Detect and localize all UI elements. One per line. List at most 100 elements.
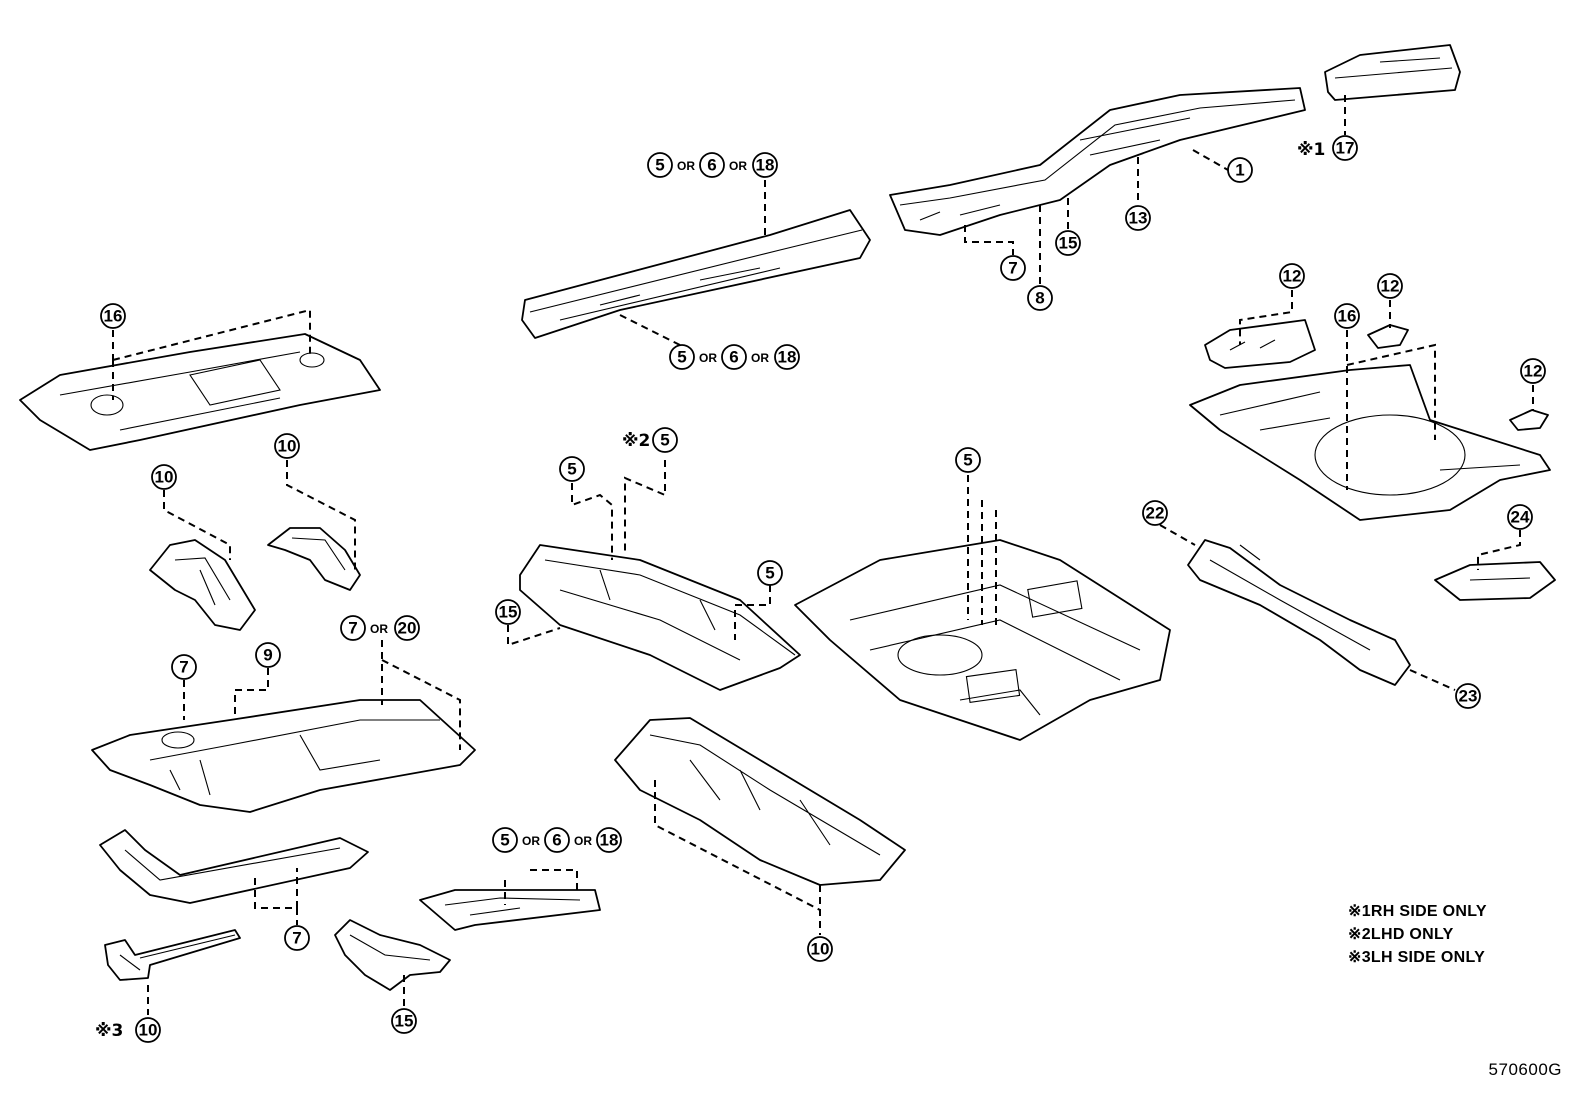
callout-5: 5 [492, 827, 518, 853]
svg-text:5: 5 [677, 348, 686, 367]
rear-crossmember-drawing [1187, 539, 1411, 686]
rocker-reinforcement-drawing [99, 829, 369, 904]
diagram-code: 570600G [1488, 1060, 1562, 1079]
or-connector: OR [522, 834, 540, 848]
callout-10: 10 [274, 433, 300, 459]
note-mark-3: ※3 [95, 1021, 123, 1041]
callout-group-5-or-6-or-18-middle: 5 OR 6 OR 18 [669, 344, 800, 370]
floor-bracket-right-drawing [267, 527, 361, 591]
callout-5: 5 [647, 152, 673, 178]
small-bracket-drawing [104, 929, 241, 981]
callout-5: 5 [955, 447, 981, 473]
svg-text:16: 16 [1338, 307, 1357, 326]
svg-text:5: 5 [567, 460, 576, 479]
svg-text:7: 7 [179, 658, 188, 677]
svg-text:20: 20 [398, 619, 417, 638]
callout-1: 1 [1227, 157, 1253, 183]
callout-15: 15 [391, 1008, 417, 1034]
callout-12: 12 [1520, 358, 1546, 384]
callout-7: 7 [171, 654, 197, 680]
or-connector: OR [699, 351, 717, 365]
svg-text:5: 5 [660, 431, 669, 450]
callout-5: 5 [559, 456, 585, 482]
svg-text:7: 7 [348, 619, 357, 638]
callout-7: 7 [340, 615, 366, 641]
callout-12: 12 [1377, 273, 1403, 299]
or-connector: OR [751, 351, 769, 365]
callout-24: 24 [1507, 504, 1533, 530]
svg-text:24: 24 [1511, 508, 1530, 527]
rear-side-member-drawing [889, 87, 1306, 236]
svg-text:16: 16 [104, 307, 123, 326]
callout-5: 5 [757, 560, 783, 586]
svg-text:15: 15 [499, 603, 518, 622]
svg-text:5: 5 [500, 831, 509, 850]
callout-15: 15 [1055, 230, 1081, 256]
or-connector: OR [574, 834, 592, 848]
note-line: ※3LH SIDE ONLY [1348, 949, 1486, 966]
floor-bracket-left-drawing [149, 539, 256, 631]
note-line: ※1RH SIDE ONLY [1348, 903, 1487, 920]
callout-8: 8 [1027, 285, 1053, 311]
note-mark-2: ※2 [622, 431, 650, 451]
svg-text:10: 10 [278, 437, 297, 456]
callout-12: 12 [1279, 263, 1305, 289]
callout-group-5-or-6-or-18-top: 5 OR 6 OR 18 [647, 152, 778, 178]
or-connector: OR [677, 159, 695, 173]
rear-floor-drawing [1189, 364, 1551, 521]
callout-group-7-or-20: 7 OR 20 [340, 615, 420, 641]
svg-text:17: 17 [1336, 139, 1355, 158]
callout-16: 16 [1334, 303, 1360, 329]
svg-text:5: 5 [765, 564, 774, 583]
callout-15: 15 [495, 599, 521, 625]
main-floor-assembly-drawing [794, 539, 1171, 741]
svg-text:1: 1 [1235, 161, 1244, 180]
callout-10: 10 [807, 936, 833, 962]
svg-text:7: 7 [292, 929, 301, 948]
svg-text:10: 10 [155, 468, 174, 487]
tunnel-brace-drawing [334, 919, 451, 991]
side-panel-24-drawing [1434, 561, 1556, 601]
rear-floor-pan-drawing [614, 717, 906, 886]
front-floor-center-drawing [91, 699, 476, 813]
callout-5: 5 [669, 344, 695, 370]
svg-text:6: 6 [729, 348, 738, 367]
svg-text:12: 12 [1381, 277, 1400, 296]
svg-text:9: 9 [263, 646, 272, 665]
leader-lines [112, 95, 1534, 1015]
bracket-12-top-drawing [1367, 324, 1409, 349]
center-floor-tunnel-drawing [519, 544, 801, 691]
svg-text:8: 8 [1035, 289, 1044, 308]
notes-legend: ※1RH SIDE ONLY ※2LHD ONLY ※3LH SIDE ONLY [1348, 900, 1487, 969]
svg-text:12: 12 [1283, 267, 1302, 286]
note-line: ※2LHD ONLY [1348, 926, 1454, 943]
svg-text:15: 15 [1059, 234, 1078, 253]
svg-text:15: 15 [395, 1012, 414, 1031]
svg-text:22: 22 [1146, 504, 1165, 523]
callout-7: 7 [284, 925, 310, 951]
svg-text:12: 12 [1524, 362, 1543, 381]
svg-text:5: 5 [963, 451, 972, 470]
callout-18: 18 [752, 152, 778, 178]
callout-20: 20 [394, 615, 420, 641]
callout-23: 23 [1455, 683, 1481, 709]
callout-group-5-or-6-or-18-bottom: 5 OR 6 OR 18 [492, 827, 622, 853]
callout-16: 16 [100, 303, 126, 329]
callout-18: 18 [774, 344, 800, 370]
svg-text:18: 18 [778, 348, 797, 367]
callout-10: 10 [151, 464, 177, 490]
front-floor-pan-drawing [19, 333, 381, 451]
callout-7: 7 [1000, 255, 1026, 281]
rear-extension-drawing [1324, 44, 1461, 101]
or-connector: OR [729, 159, 747, 173]
svg-text:23: 23 [1459, 687, 1478, 706]
callout-17: 17 [1332, 135, 1358, 161]
rocker-panel-drawing [521, 209, 871, 339]
svg-text:7: 7 [1008, 259, 1017, 278]
bracket-12-side-drawing [1509, 409, 1549, 431]
callout-22: 22 [1142, 500, 1168, 526]
svg-text:13: 13 [1129, 209, 1148, 228]
svg-text:6: 6 [707, 156, 716, 175]
svg-text:10: 10 [811, 940, 830, 959]
